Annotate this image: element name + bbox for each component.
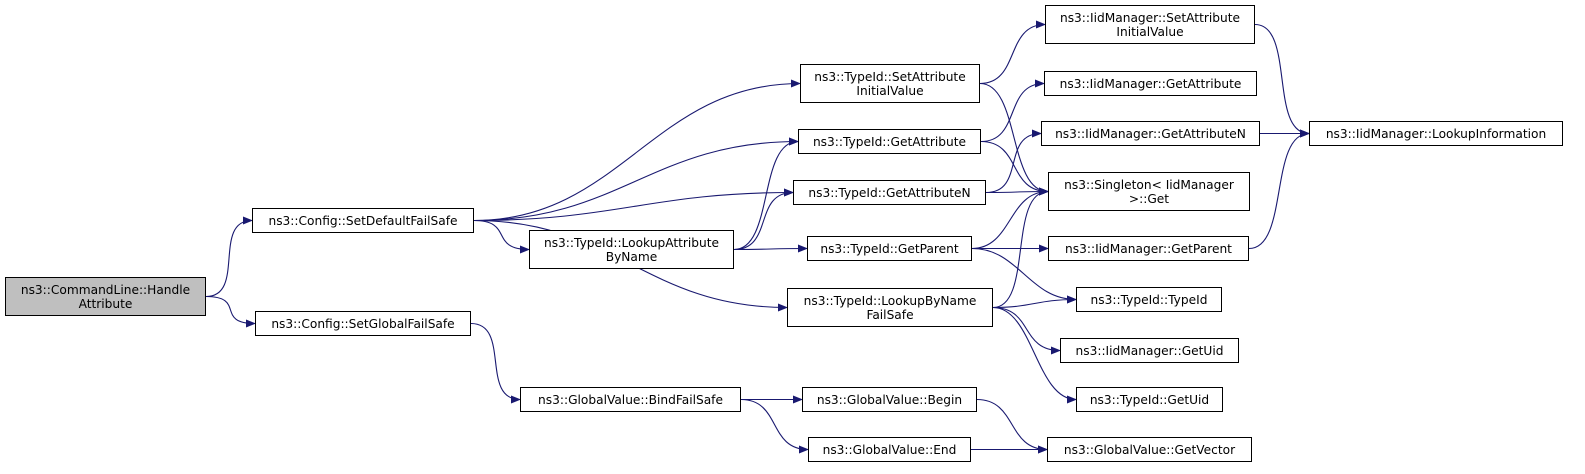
edge-typeid_lookup_byname_fs-to-typeid_typeid [992, 295, 1077, 309]
edge-typeid_lookup_byname_fs-to-typeid_get_uid [992, 306, 1077, 404]
edge-globalvalue_begin-to-globalvalue_get_vector [976, 398, 1048, 454]
node-set-global-failsafe[interactable]: ns3::Config::SetGlobalFailSafe [255, 311, 471, 336]
edge-handle_attribute-to-set_global_failsafe [205, 295, 256, 328]
node-globalvalue-bind-failsafe[interactable]: ns3::GlobalValue::BindFailSafe [520, 387, 741, 412]
edge-globalvalue_bind_fs-to-globalvalue_end [740, 398, 809, 454]
edge-typeid_lookup_byname_fs-to-singleton_get [992, 187, 1049, 309]
edge-typeid_get_parent-to-typeid_typeid [971, 247, 1077, 304]
node-typeid-lookup-attribute-by-name[interactable]: ns3::TypeId::LookupAttribute ByName [529, 230, 734, 269]
edge-iid_set_attr_initial-to-iid_lookup_information [1254, 23, 1310, 138]
node-globalvalue-get-vector[interactable]: ns3::GlobalValue::GetVector [1047, 437, 1252, 462]
edge-iid_get_parent-to-iid_lookup_information [1248, 129, 1310, 250]
edge-set_global_failsafe-to-globalvalue_bind_fs [470, 322, 521, 404]
node-typeid-lookup-by-name-failsafe[interactable]: ns3::TypeId::LookupByName FailSafe [787, 288, 993, 327]
node-typeid-get-attribute-n[interactable]: ns3::TypeId::GetAttributeN [793, 180, 986, 205]
node-iidmanager-get-attribute[interactable]: ns3::IidManager::GetAttribute [1044, 71, 1257, 96]
node-iidmanager-lookup-information[interactable]: ns3::IidManager::LookupInformation [1309, 121, 1563, 146]
edge-set_default_failsafe-to-typeid_get_attribute [473, 137, 799, 222]
edge-set_default_failsafe-to-typeid_set_attr_initial [473, 79, 801, 222]
node-iidmanager-get-parent[interactable]: ns3::IidManager::GetParent [1048, 236, 1249, 261]
node-set-default-failsafe[interactable]: ns3::Config::SetDefaultFailSafe [252, 208, 474, 233]
node-typeid-set-attribute-initial-value[interactable]: ns3::TypeId::SetAttribute InitialValue [800, 64, 980, 103]
edge-typeid_set_attr_initial-to-iid_set_attr_initial [979, 20, 1046, 85]
edge-typeid_lookup_attr_byname-to-typeid_get_attribute [733, 137, 799, 251]
edge-typeid_set_attr_initial-to-singleton_get [979, 82, 1049, 196]
edge-set_default_failsafe-to-typeid_lookup_attr_byname [473, 219, 530, 254]
node-globalvalue-begin[interactable]: ns3::GlobalValue::Begin [802, 387, 977, 412]
edge-typeid_get_attribute_n-to-iid_get_attribute_n [985, 129, 1042, 194]
node-globalvalue-end[interactable]: ns3::GlobalValue::End [808, 437, 971, 462]
node-typeid-get-attribute[interactable]: ns3::TypeId::GetAttribute [798, 129, 981, 154]
edge-typeid_get_attribute_n-to-singleton_get [985, 187, 1049, 196]
edge-typeid_get_attribute-to-iid_get_attribute [980, 79, 1045, 143]
edge-typeid_lookup_byname_fs-to-iid_get_uid [992, 306, 1061, 355]
edge-typeid_get_parent-to-singleton_get [971, 187, 1049, 250]
edge-typeid_lookup_attr_byname-to-typeid_get_parent [733, 244, 808, 253]
edge-typeid_get_attribute-to-singleton_get [980, 140, 1049, 196]
node-typeid-get-parent[interactable]: ns3::TypeId::GetParent [807, 236, 972, 261]
node-iidmanager-get-uid[interactable]: ns3::IidManager::GetUid [1060, 338, 1239, 363]
edge-set_default_failsafe-to-typeid_get_attribute_n [473, 188, 794, 222]
edge-handle_attribute-to-set_default_failsafe [205, 216, 253, 298]
edge-typeid_lookup_attr_byname-to-typeid_get_attribute_n [733, 188, 794, 251]
node-singleton-iidmanager-get[interactable]: ns3::Singleton< IidManager >::Get [1048, 172, 1250, 211]
node-iidmanager-set-attribute-initial-value[interactable]: ns3::IidManager::SetAttribute InitialVal… [1045, 5, 1255, 44]
node-handle-attribute: ns3::CommandLine::Handle Attribute [5, 277, 206, 316]
node-typeid-get-uid[interactable]: ns3::TypeId::GetUid [1076, 387, 1223, 412]
node-iidmanager-get-attribute-n[interactable]: ns3::IidManager::GetAttributeN [1041, 121, 1260, 146]
node-typeid-typeid[interactable]: ns3::TypeId::TypeId [1076, 287, 1222, 312]
